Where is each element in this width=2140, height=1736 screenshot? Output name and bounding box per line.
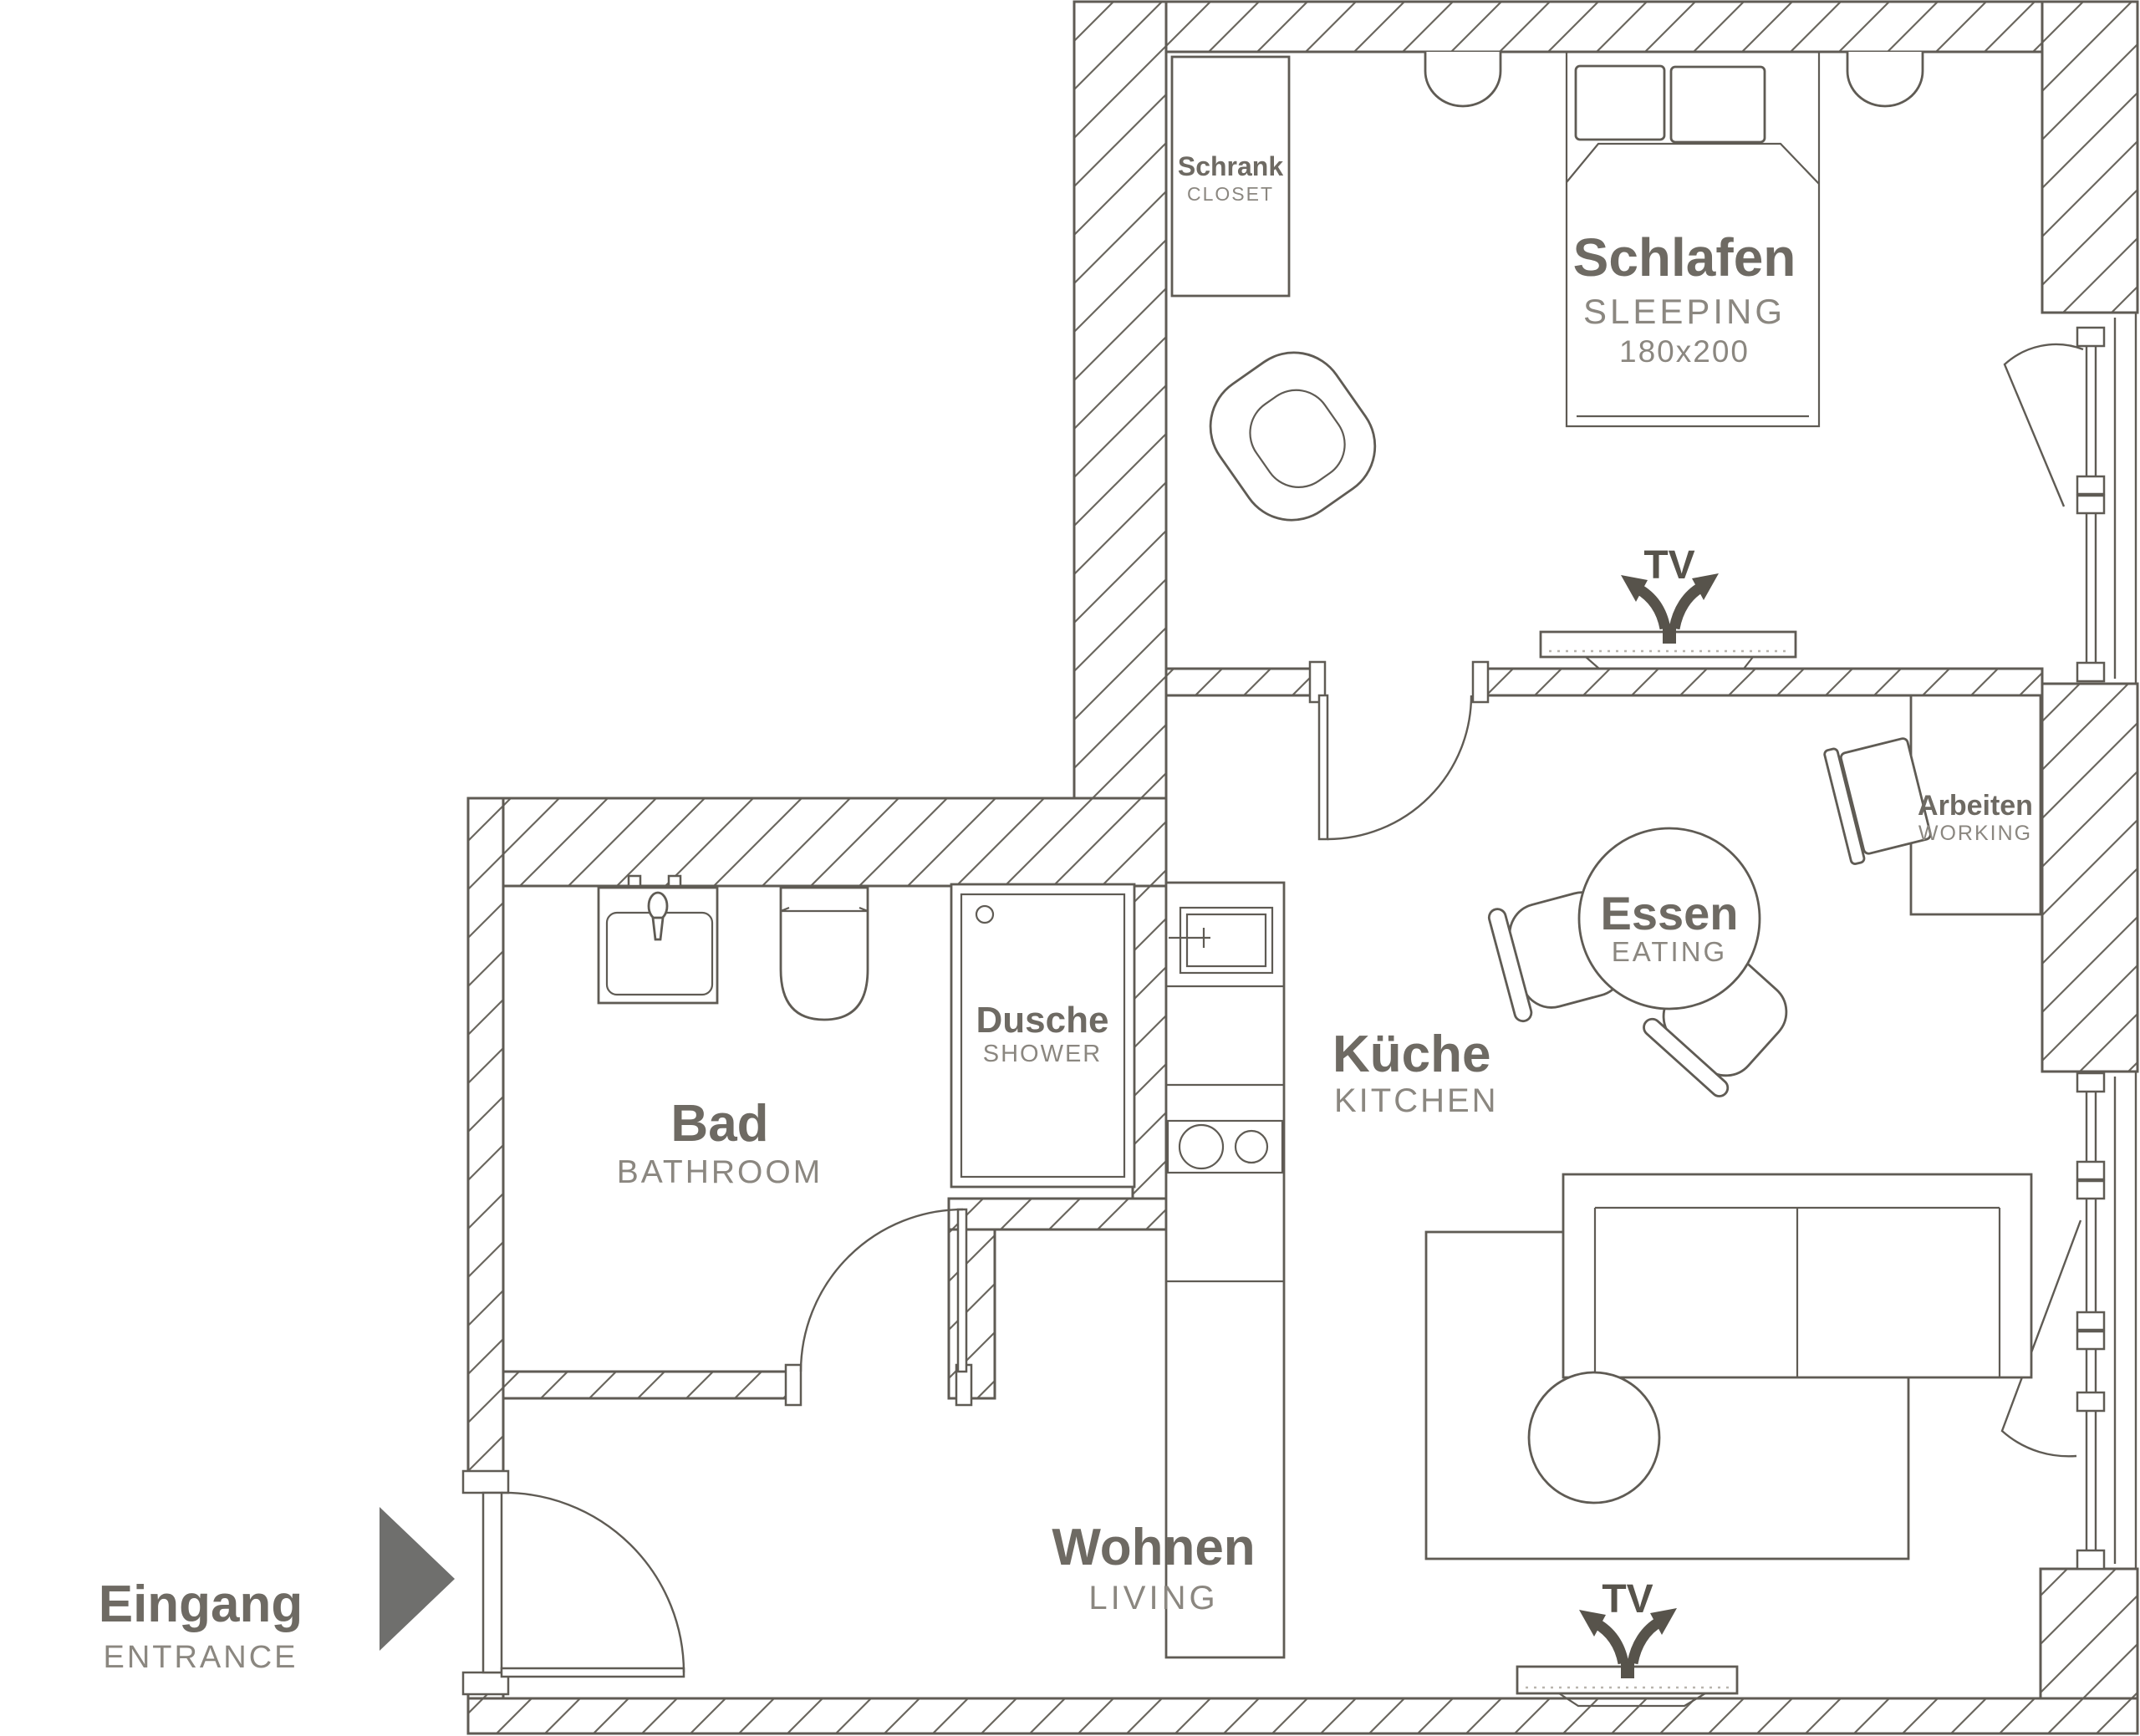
room-label-kitchen: Küche	[1332, 1026, 1490, 1083]
duvet-fold	[1566, 142, 1820, 185]
faucet	[647, 891, 669, 921]
room-label-sleeping: Schlafen	[1573, 227, 1796, 288]
coffee-table	[1527, 1371, 1661, 1504]
faucet-handle	[651, 916, 665, 941]
tv-label-bedroom: TV	[1643, 543, 1694, 588]
desk	[1909, 694, 2042, 916]
door-leaf	[1317, 694, 1329, 841]
wall-east-between-windows	[2041, 682, 2139, 1073]
pillow	[1574, 64, 1666, 141]
room-sublabel-entrance: ENTRANCE	[103, 1640, 298, 1675]
window-block	[2076, 661, 2106, 683]
window-casement-fan	[2003, 343, 2084, 507]
bedroom-tv	[1539, 573, 1797, 670]
entrance-arrow-icon	[380, 1507, 455, 1651]
window-block	[2076, 326, 2106, 348]
room-label-entrance: Eingang	[99, 1576, 303, 1633]
room-sublabel-bathroom: BATHROOM	[617, 1154, 823, 1190]
living-window	[2000, 1072, 2137, 1571]
bed-size-label: 180x200	[1619, 334, 1750, 369]
room-sublabel-sleeping: SLEEPING	[1583, 292, 1786, 331]
room-sublabel-living: LIVING	[1088, 1580, 1218, 1616]
room-sublabel-closet: CLOSET	[1187, 183, 1274, 205]
window-block	[2076, 1160, 2106, 1181]
burner	[1234, 1129, 1269, 1164]
burner	[1178, 1123, 1225, 1170]
bathroom-door	[784, 1208, 973, 1407]
door-leaf	[500, 1667, 685, 1678]
room-label-closet: Schrank	[1178, 151, 1283, 181]
kitchen-door	[1308, 660, 1490, 841]
wall-lamp-arc	[1424, 52, 1502, 108]
window-block	[2076, 1179, 2106, 1200]
bed-frame	[1565, 52, 1821, 428]
wall-north	[1073, 0, 2083, 53]
shower-drain	[975, 904, 995, 924]
living-tv	[1516, 1608, 1739, 1708]
bedroom-window	[2003, 313, 2137, 684]
exterior-walls	[466, 0, 2139, 1735]
bathroom-sink	[597, 874, 719, 1005]
wall-bathroom-south-left	[502, 1370, 789, 1400]
window-block	[2076, 1330, 2106, 1351]
wall-bedroom-kitchen-right	[1478, 667, 2044, 697]
door-swing-arc	[1327, 695, 1473, 841]
kitchen-counter	[1164, 881, 1286, 1659]
door-jamb	[1471, 660, 1490, 704]
dining-set	[1487, 827, 1788, 1097]
room-sublabel-working: WORKING	[1918, 822, 2032, 845]
wall-south	[466, 1697, 2139, 1735]
tv-label-living: TV	[1602, 1577, 1653, 1621]
door-swing-arc	[501, 1491, 685, 1673]
room-sublabel-shower: SHOWER	[983, 1041, 1103, 1067]
wall-bedroom-kitchen-left	[1164, 667, 1320, 697]
interior-walls	[502, 667, 2044, 1400]
room-label-living: Wohnen	[1052, 1519, 1255, 1576]
door-frame	[482, 1491, 503, 1674]
window-block	[2076, 1391, 2106, 1413]
room-label-working: Arbeiten	[1918, 790, 2033, 822]
wall-bedroom-west	[1073, 0, 1168, 800]
window-block	[2076, 475, 2106, 496]
wall-shower-south	[947, 1197, 1168, 1231]
tap-fitting	[667, 874, 682, 888]
sofa	[1562, 1173, 2033, 1379]
tv-stand	[1558, 1693, 1706, 1708]
wall-west	[466, 797, 505, 1474]
room-label-eating: Essen	[1601, 887, 1739, 939]
bed	[1565, 52, 1821, 428]
wall-northeast-corner	[2041, 0, 2139, 314]
door-jamb	[784, 1363, 802, 1407]
dining-table	[1577, 827, 1761, 1011]
toilet	[779, 886, 869, 1021]
desk-chair	[1823, 737, 1932, 865]
wall-bathroom-north	[466, 797, 1168, 888]
kitchen-sink	[1169, 906, 1274, 975]
room-label-shower: Dusche	[976, 1000, 1109, 1041]
pillow	[1669, 65, 1766, 144]
bedroom-armchair	[1209, 351, 1377, 522]
wall-shower-east	[1131, 884, 1168, 1200]
window-block	[2076, 1311, 2106, 1331]
living-area	[1424, 1173, 2033, 1708]
window-block	[2076, 494, 2106, 515]
door-swing-arc	[799, 1208, 964, 1372]
cooktop	[1166, 1119, 1284, 1174]
room-sublabel-kitchen: KITCHEN	[1334, 1082, 1499, 1119]
tv-stand	[1585, 656, 1754, 670]
window-block	[2076, 1072, 2106, 1093]
window-block	[2076, 1549, 2106, 1571]
room-sublabel-eating: EATING	[1612, 936, 1727, 967]
door-leaf	[956, 1208, 968, 1373]
room-label-bathroom: Bad	[670, 1095, 768, 1153]
window-casement-fan	[2000, 1219, 2082, 1458]
tap-fitting	[627, 874, 642, 888]
door-jamb	[461, 1469, 510, 1494]
door-jamb	[1308, 660, 1327, 704]
wall-lamp-arc	[1846, 52, 1924, 108]
shower-enclosure	[950, 883, 1136, 1189]
closet	[1170, 55, 1291, 298]
entrance-door	[461, 1469, 685, 1696]
